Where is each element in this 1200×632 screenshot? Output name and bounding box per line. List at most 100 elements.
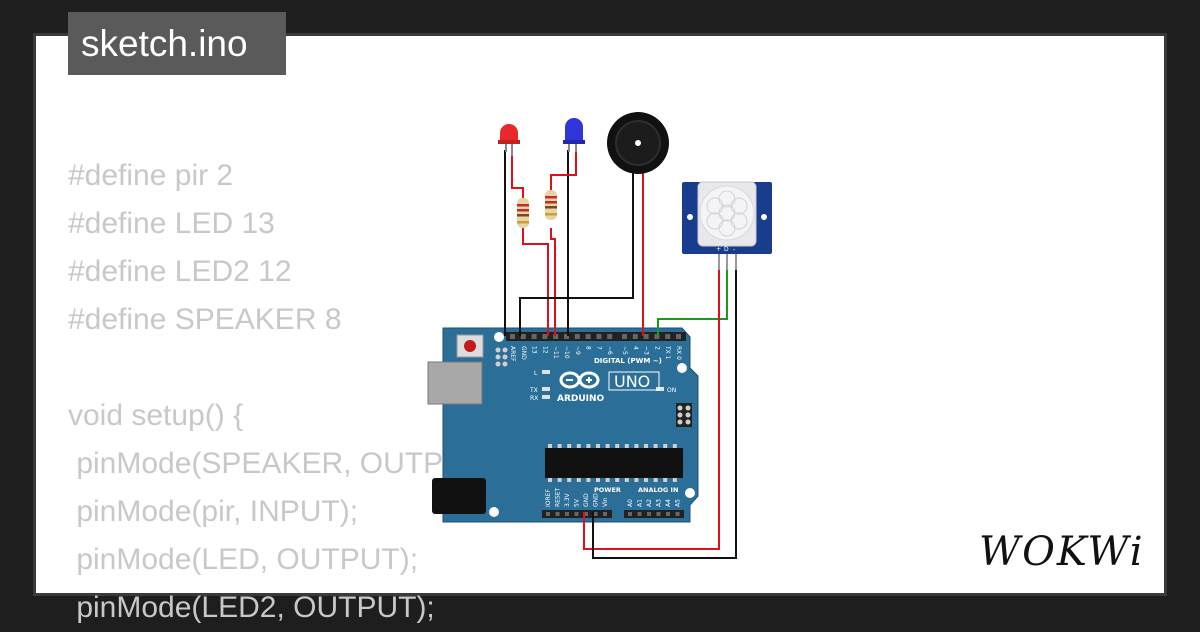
header-pin[interactable] [564, 334, 569, 339]
chip-pin [576, 444, 581, 448]
chip-pin [634, 478, 639, 482]
icsp-header [495, 347, 508, 367]
power-jack [432, 478, 486, 514]
red-led[interactable] [498, 124, 520, 156]
header-pin[interactable] [647, 512, 651, 516]
header-pin[interactable] [584, 512, 588, 516]
digital-pin-label: 13 [531, 346, 538, 354]
digital-pin-label: ~5 [621, 346, 628, 355]
buzzer[interactable] [607, 112, 669, 174]
power-pin-label: GND [583, 493, 590, 507]
code-line: #define LED2 12 [68, 255, 292, 288]
mounting-hole [685, 488, 695, 498]
wire-pir-gnd [592, 270, 737, 559]
chip-pin [672, 478, 677, 482]
digital-pin-label: 12 [541, 346, 548, 354]
chip-pin [586, 478, 591, 482]
header-pin[interactable] [565, 512, 569, 516]
header-pin[interactable] [603, 512, 607, 516]
digital-pin-label: RX 0 [675, 346, 682, 360]
wire-speaker-gnd [519, 170, 634, 336]
wire-blue-led-anode [550, 150, 577, 190]
header-pin[interactable] [622, 334, 627, 339]
led-on [656, 387, 664, 391]
led-tx-label: TX [529, 387, 538, 394]
wire-red-led-anode [511, 155, 524, 198]
chip-pin [644, 478, 648, 482]
header-pin[interactable] [632, 334, 638, 339]
chip-pin [653, 444, 658, 448]
header-pin[interactable] [585, 334, 591, 339]
chip-pin [557, 444, 562, 448]
header-pin[interactable] [656, 512, 661, 516]
header-pin[interactable] [574, 334, 580, 339]
header-pin[interactable] [553, 334, 559, 339]
resistor-1[interactable] [517, 198, 529, 228]
chip-pin [624, 444, 629, 448]
chip-pin [624, 478, 629, 482]
pir-pin-label: D [724, 246, 729, 253]
resistor-2[interactable] [545, 190, 557, 220]
led-l [542, 370, 550, 374]
pir-motion-sensor[interactable]: + D - [682, 181, 772, 270]
digital-pin-label: TX 1 [664, 345, 671, 360]
atmega-chip [545, 448, 683, 478]
code-line: pinMode(LED2, OUTPUT); [68, 591, 435, 624]
header-pin[interactable] [546, 512, 550, 516]
header-pin[interactable] [654, 334, 660, 339]
header-pin[interactable] [596, 334, 602, 339]
analog-pin-label: A5 [675, 499, 682, 507]
power-label: POWER [594, 486, 621, 494]
code-line: pinMode(pir, INPUT); [68, 495, 359, 528]
code-line: void setup() { [68, 399, 244, 432]
code-line: #define SPEAKER 8 [68, 303, 342, 336]
chip-pin [586, 444, 591, 448]
header-pin[interactable] [607, 334, 613, 339]
file-name-tab[interactable]: sketch.ino [68, 12, 286, 75]
chip-pin [663, 444, 668, 448]
code-line: #define LED 13 [68, 207, 275, 240]
chip-pin [567, 478, 572, 482]
digital-pin-label: ~9 [574, 346, 581, 355]
header-pin[interactable] [675, 512, 680, 516]
board-model: UNO [614, 372, 650, 391]
code-line: pinMode(LED, OUTPUT); [68, 543, 419, 576]
digital-header [506, 332, 686, 341]
code-line: #define pir 2 [68, 159, 234, 192]
header-pin[interactable] [542, 334, 548, 339]
mounting-hole [677, 363, 687, 373]
chip-pin [576, 478, 581, 482]
header-pin[interactable] [531, 334, 537, 339]
header-pin[interactable] [593, 512, 598, 516]
header-pin[interactable] [676, 334, 681, 339]
arduino-logo [559, 371, 600, 389]
power-pin-label: Vin [602, 497, 609, 507]
digital-pin-label: 2 [653, 346, 660, 350]
reset-button-cap[interactable] [464, 340, 476, 352]
header-pin[interactable] [555, 512, 560, 516]
chip-pin [557, 478, 562, 482]
chip-pin [663, 478, 668, 482]
blue-led[interactable] [563, 118, 585, 152]
chip-pin [672, 444, 677, 448]
header-pin[interactable] [520, 334, 526, 339]
power-pin-label: 5V [574, 498, 581, 507]
board-brand: ARDUINO [557, 394, 605, 404]
header-pin[interactable] [574, 512, 579, 516]
wire-led-pin13 [522, 228, 549, 336]
header-pin[interactable] [643, 334, 649, 339]
header-pin[interactable] [628, 512, 632, 516]
header-pin[interactable] [510, 334, 515, 339]
led-rx-label: RX [530, 395, 538, 402]
analog-pin-label: A1 [637, 499, 644, 507]
chip-pin [548, 478, 552, 482]
header-pin[interactable] [665, 334, 671, 339]
chip-pin [634, 444, 639, 448]
header-pin[interactable] [666, 512, 670, 516]
chip-pin [567, 444, 572, 448]
header-pin[interactable] [637, 512, 642, 516]
analog-pin-label: A0 [627, 499, 634, 507]
mounting-hole [489, 507, 499, 517]
